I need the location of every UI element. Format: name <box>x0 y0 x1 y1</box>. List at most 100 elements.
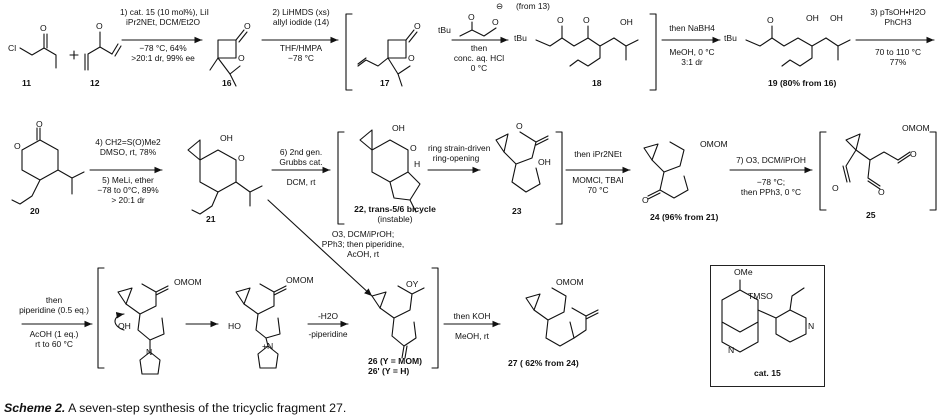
conditions-step2-solvent: THF/HMPA−78 °C <box>279 43 323 63</box>
conditions-step7: 7) O3, DCM/iPrOH <box>736 155 806 165</box>
structure-27 <box>525 287 599 347</box>
atom-omom: OMOM <box>174 277 202 287</box>
structure-17 <box>357 29 418 87</box>
atom-oxygen: O <box>40 23 47 33</box>
compound-16-label: 16 <box>222 78 232 88</box>
structure-enamine-1 <box>117 283 169 375</box>
atom-nitrogen: N <box>808 321 815 331</box>
atom-hydroxyl: OH <box>538 157 551 167</box>
atom-oxygen: O <box>36 119 43 129</box>
atom-oxygen: O <box>238 153 245 163</box>
atom-oxygen: O <box>832 183 839 193</box>
structure-24 <box>643 141 689 200</box>
structure-cat15 <box>721 279 807 353</box>
atom-oxygen: O <box>878 187 885 197</box>
atom-hydroxyl: OH <box>830 13 843 23</box>
atom-oxygen: O <box>516 121 523 131</box>
atom-iminium-nitrogen: +N <box>262 341 274 351</box>
atom-oxygen: O <box>96 21 103 31</box>
caption-text: A seven-step synthesis of the tricyclic … <box>65 401 347 415</box>
conditions-step1-yield: −78 °C, 64%>20:1 dr, 99% ee <box>131 43 195 63</box>
atom-oxygen: O <box>14 141 21 151</box>
structure-21 <box>187 139 263 215</box>
structure-iminium <box>235 283 287 369</box>
scheme-caption: Scheme 2. A seven-step synthesis of the … <box>4 401 346 415</box>
atom-ome: OMe <box>734 267 753 277</box>
atom-oxygen: O <box>244 21 251 31</box>
atom-oxygen: O <box>468 12 475 22</box>
conditions-mom-protection: then iPr2NEt <box>574 149 622 159</box>
atom-nitrogen: N <box>146 347 153 357</box>
enolate-charge: ⊖ <box>496 1 504 11</box>
atom-hydroxyl: OH <box>220 133 233 143</box>
structure-22 <box>359 129 421 213</box>
atom-tmso: TMSO <box>748 291 773 301</box>
compound-27-label: 27 ( 62% from 24) <box>508 358 579 368</box>
compound-25-label: 25 <box>866 210 876 220</box>
atom-hydroxyl: OH <box>806 13 819 23</box>
conditions-piperidine-acid: AcOH (1 eq.)rt to 60 °C <box>29 329 79 349</box>
compound-21-label: 21 <box>206 214 216 224</box>
atom-oxygen: O <box>238 53 245 63</box>
atom-oxygen: O <box>408 53 415 63</box>
atom-oxygen: O <box>910 149 917 159</box>
conditions-direct-route: O3, DCM/iPrOH;PPh3; then piperidine,AcOH… <box>321 229 405 259</box>
conditions-step6-solvent: DCM, rt <box>286 177 316 187</box>
catalyst-15-box <box>710 265 825 387</box>
compound-17-label: 17 <box>380 78 390 88</box>
atom-oxygen: O <box>767 15 774 25</box>
structure-16 <box>209 29 248 87</box>
structure-23 <box>495 131 549 193</box>
atom-omom: OMOM <box>556 277 584 287</box>
conditions-step6: 6) 2nd gen.Grubbs cat. <box>279 147 323 167</box>
structure-19 <box>745 25 851 67</box>
atom-omom: OMOM <box>286 275 314 285</box>
conditions-koh: then KOH <box>453 311 491 321</box>
atom-oxygen: O <box>414 21 421 31</box>
structure-20 <box>11 127 85 205</box>
conditions-amine-loss: -piperidine <box>308 329 348 339</box>
conditions-dehydration: -H2O <box>317 311 338 321</box>
structure-11 <box>19 33 57 69</box>
compound-11-label: 11 <box>22 78 32 88</box>
atom-oxygen: O <box>410 143 417 153</box>
atom-hydrogen: H <box>414 159 421 169</box>
compound-19-label: 19 (80% from 16) <box>768 78 837 88</box>
atom-oxygen: O <box>583 15 590 25</box>
compound-20-label: 20 <box>30 206 40 216</box>
conditions-koh-solvent: MeOH, rt <box>455 331 489 341</box>
atom-oxygen: O <box>557 15 564 25</box>
atom-chlorine: Cl <box>8 43 17 53</box>
conditions-step2: 2) LiHMDS (xs)allyl iodide (14) <box>272 7 330 27</box>
atom-hydroxyl: OH <box>392 123 405 133</box>
atom-nitrogen: N <box>728 345 735 355</box>
compound-22-label: 22, trans-5/6 bicycle(instable) <box>354 204 436 224</box>
conditions-step7-quench: −78 °C;then PPh3, 0 °C <box>740 177 802 197</box>
atom-oy: OY <box>406 279 419 289</box>
caption-scheme-number: Scheme 2. <box>4 401 66 415</box>
from-13-note: (from 13) <box>516 1 550 11</box>
atom-hydroxyl: OH <box>620 17 633 27</box>
atom-oxygen: O <box>492 17 499 27</box>
atom-hydroxyl: OH <box>118 321 131 331</box>
compound-23-label: 23 <box>512 206 522 216</box>
atom-oxygen: O <box>642 195 649 205</box>
atom-omom: OMOM <box>902 123 930 133</box>
compound-12-label: 12 <box>90 78 100 88</box>
compound-26-label: 26 (Y = MOM)26' (Y = H) <box>368 356 423 376</box>
conditions-nabh4: then NaBH4 <box>669 23 715 33</box>
conditions-step5: 5) MeLi, ether−78 to 0°C, 89%> 20:1 dr <box>97 175 159 205</box>
catalyst-15-label: cat. 15 <box>754 368 781 378</box>
atom-tbu: tBu <box>724 33 737 43</box>
atom-tbu: tBu <box>438 25 451 35</box>
